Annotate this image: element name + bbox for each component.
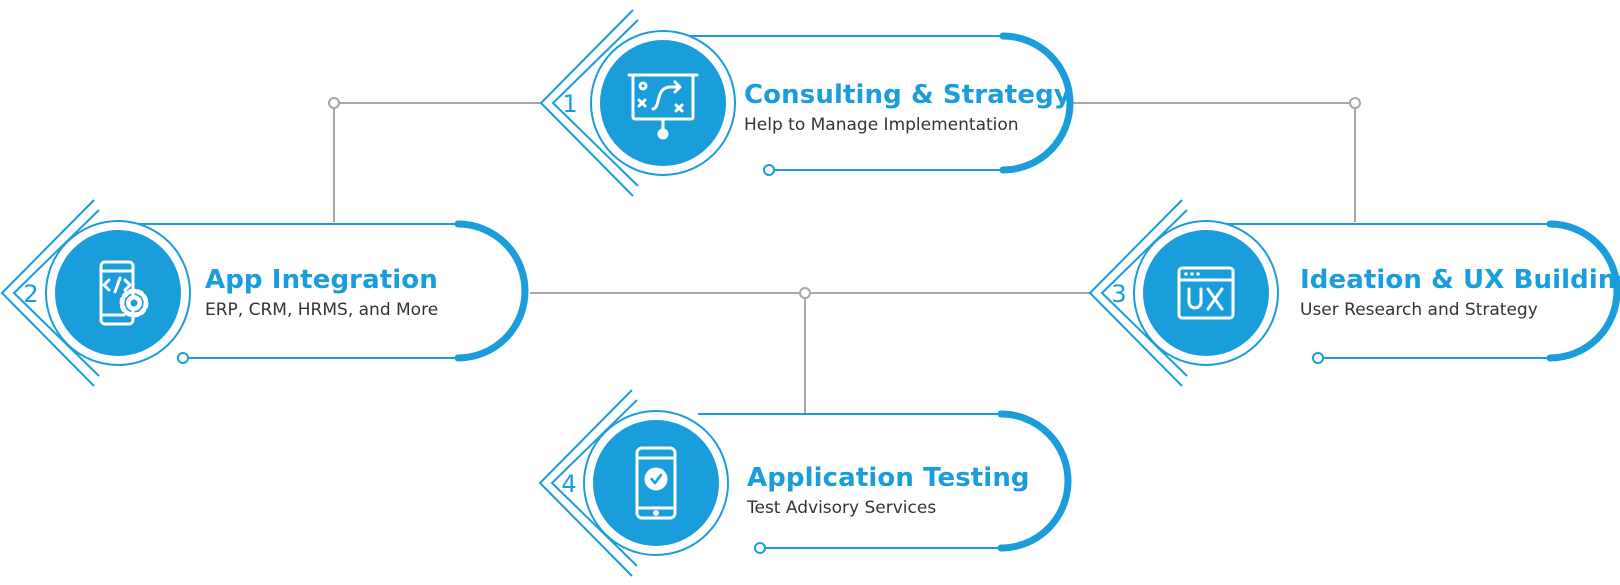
step-title: Ideation & UX Building: [1300, 265, 1620, 295]
step-number-2: 2: [23, 280, 39, 308]
step-card-1: [539, 9, 1074, 197]
icon-disc: [1143, 230, 1269, 356]
connector-node: [799, 287, 811, 299]
step-text-2: App Integration ERP, CRM, HRMS, and More: [205, 264, 438, 324]
step-text-4: Application Testing Test Advisory Servic…: [747, 462, 1030, 522]
strategy-board-icon: [627, 73, 699, 140]
connector-node: [328, 97, 340, 109]
step-subtitle: ERP, CRM, HRMS, and More: [205, 300, 439, 320]
card-end-cap: [997, 410, 1072, 552]
card-end-cap: [1546, 220, 1620, 362]
connector-node: [1349, 97, 1361, 109]
step-card-2: [0, 199, 529, 387]
card-end-dot: [1312, 352, 1324, 364]
icon-disc: [55, 230, 181, 356]
card-arrow-outline: [539, 9, 639, 197]
connector-nodes: [328, 97, 1361, 299]
step-number-1: 1: [562, 90, 578, 118]
mobile-code-gear-icon: [99, 260, 149, 326]
card-end-dot: [177, 352, 189, 364]
connector-1-to-2: [333, 102, 540, 222]
icon-disc: [600, 40, 726, 166]
step-text-3: Ideation & UX Building User Research and…: [1300, 264, 1620, 324]
step-subtitle: User Research and Strategy: [1300, 300, 1538, 320]
ux-window-icon: [1177, 266, 1235, 320]
step-number-3: 3: [1111, 280, 1127, 308]
card-end-dot: [754, 542, 766, 554]
step-subtitle: Test Advisory Services: [747, 498, 937, 518]
step-title: Application Testing: [747, 463, 1030, 493]
step-text-1: Consulting & Strategy Help to Manage Imp…: [744, 79, 1071, 139]
card-end-dot: [763, 164, 775, 176]
connector-1-to-3: [1070, 102, 1356, 222]
card-end-cap: [454, 220, 529, 362]
mobile-check-icon: [635, 446, 677, 520]
step-card-3: [1088, 199, 1620, 387]
step-number-4: 4: [561, 470, 577, 498]
step-card-4: [538, 389, 1072, 577]
card-end-cap: [999, 32, 1074, 174]
step-subtitle: Help to Manage Implementation: [744, 115, 1019, 135]
step-title: Consulting & Strategy: [744, 80, 1071, 110]
step-title: App Integration: [205, 265, 438, 295]
